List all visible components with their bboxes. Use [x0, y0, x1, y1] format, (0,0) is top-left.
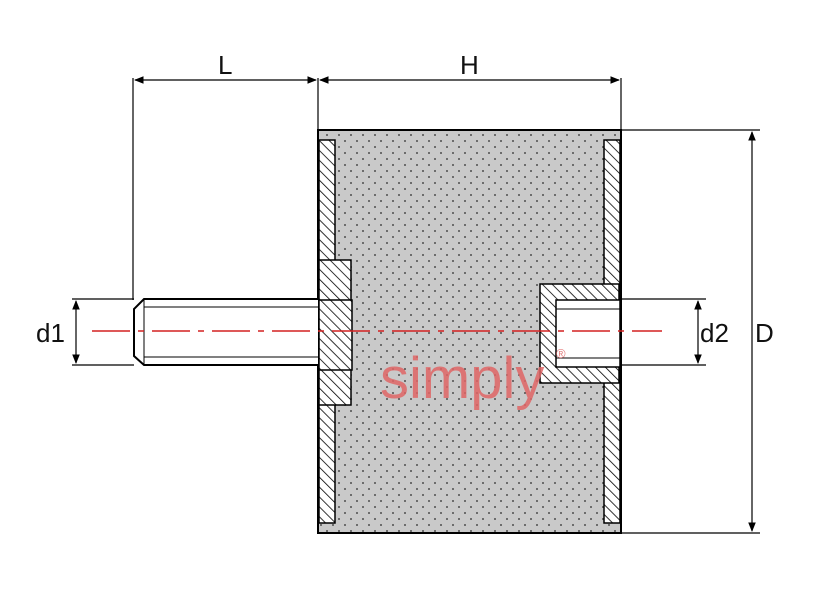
label-d2: d2: [700, 318, 729, 348]
label-D: D: [755, 318, 774, 348]
stud-head-flange: [318, 299, 353, 371]
label-H: H: [460, 50, 479, 80]
label-d1: d1: [36, 318, 65, 348]
watermark-registered-mark: ®: [556, 346, 566, 361]
label-L: L: [218, 50, 232, 80]
male-threaded-stud: [133, 298, 318, 366]
female-thread-bore: [555, 299, 621, 368]
watermark-text: simply: [380, 346, 544, 411]
